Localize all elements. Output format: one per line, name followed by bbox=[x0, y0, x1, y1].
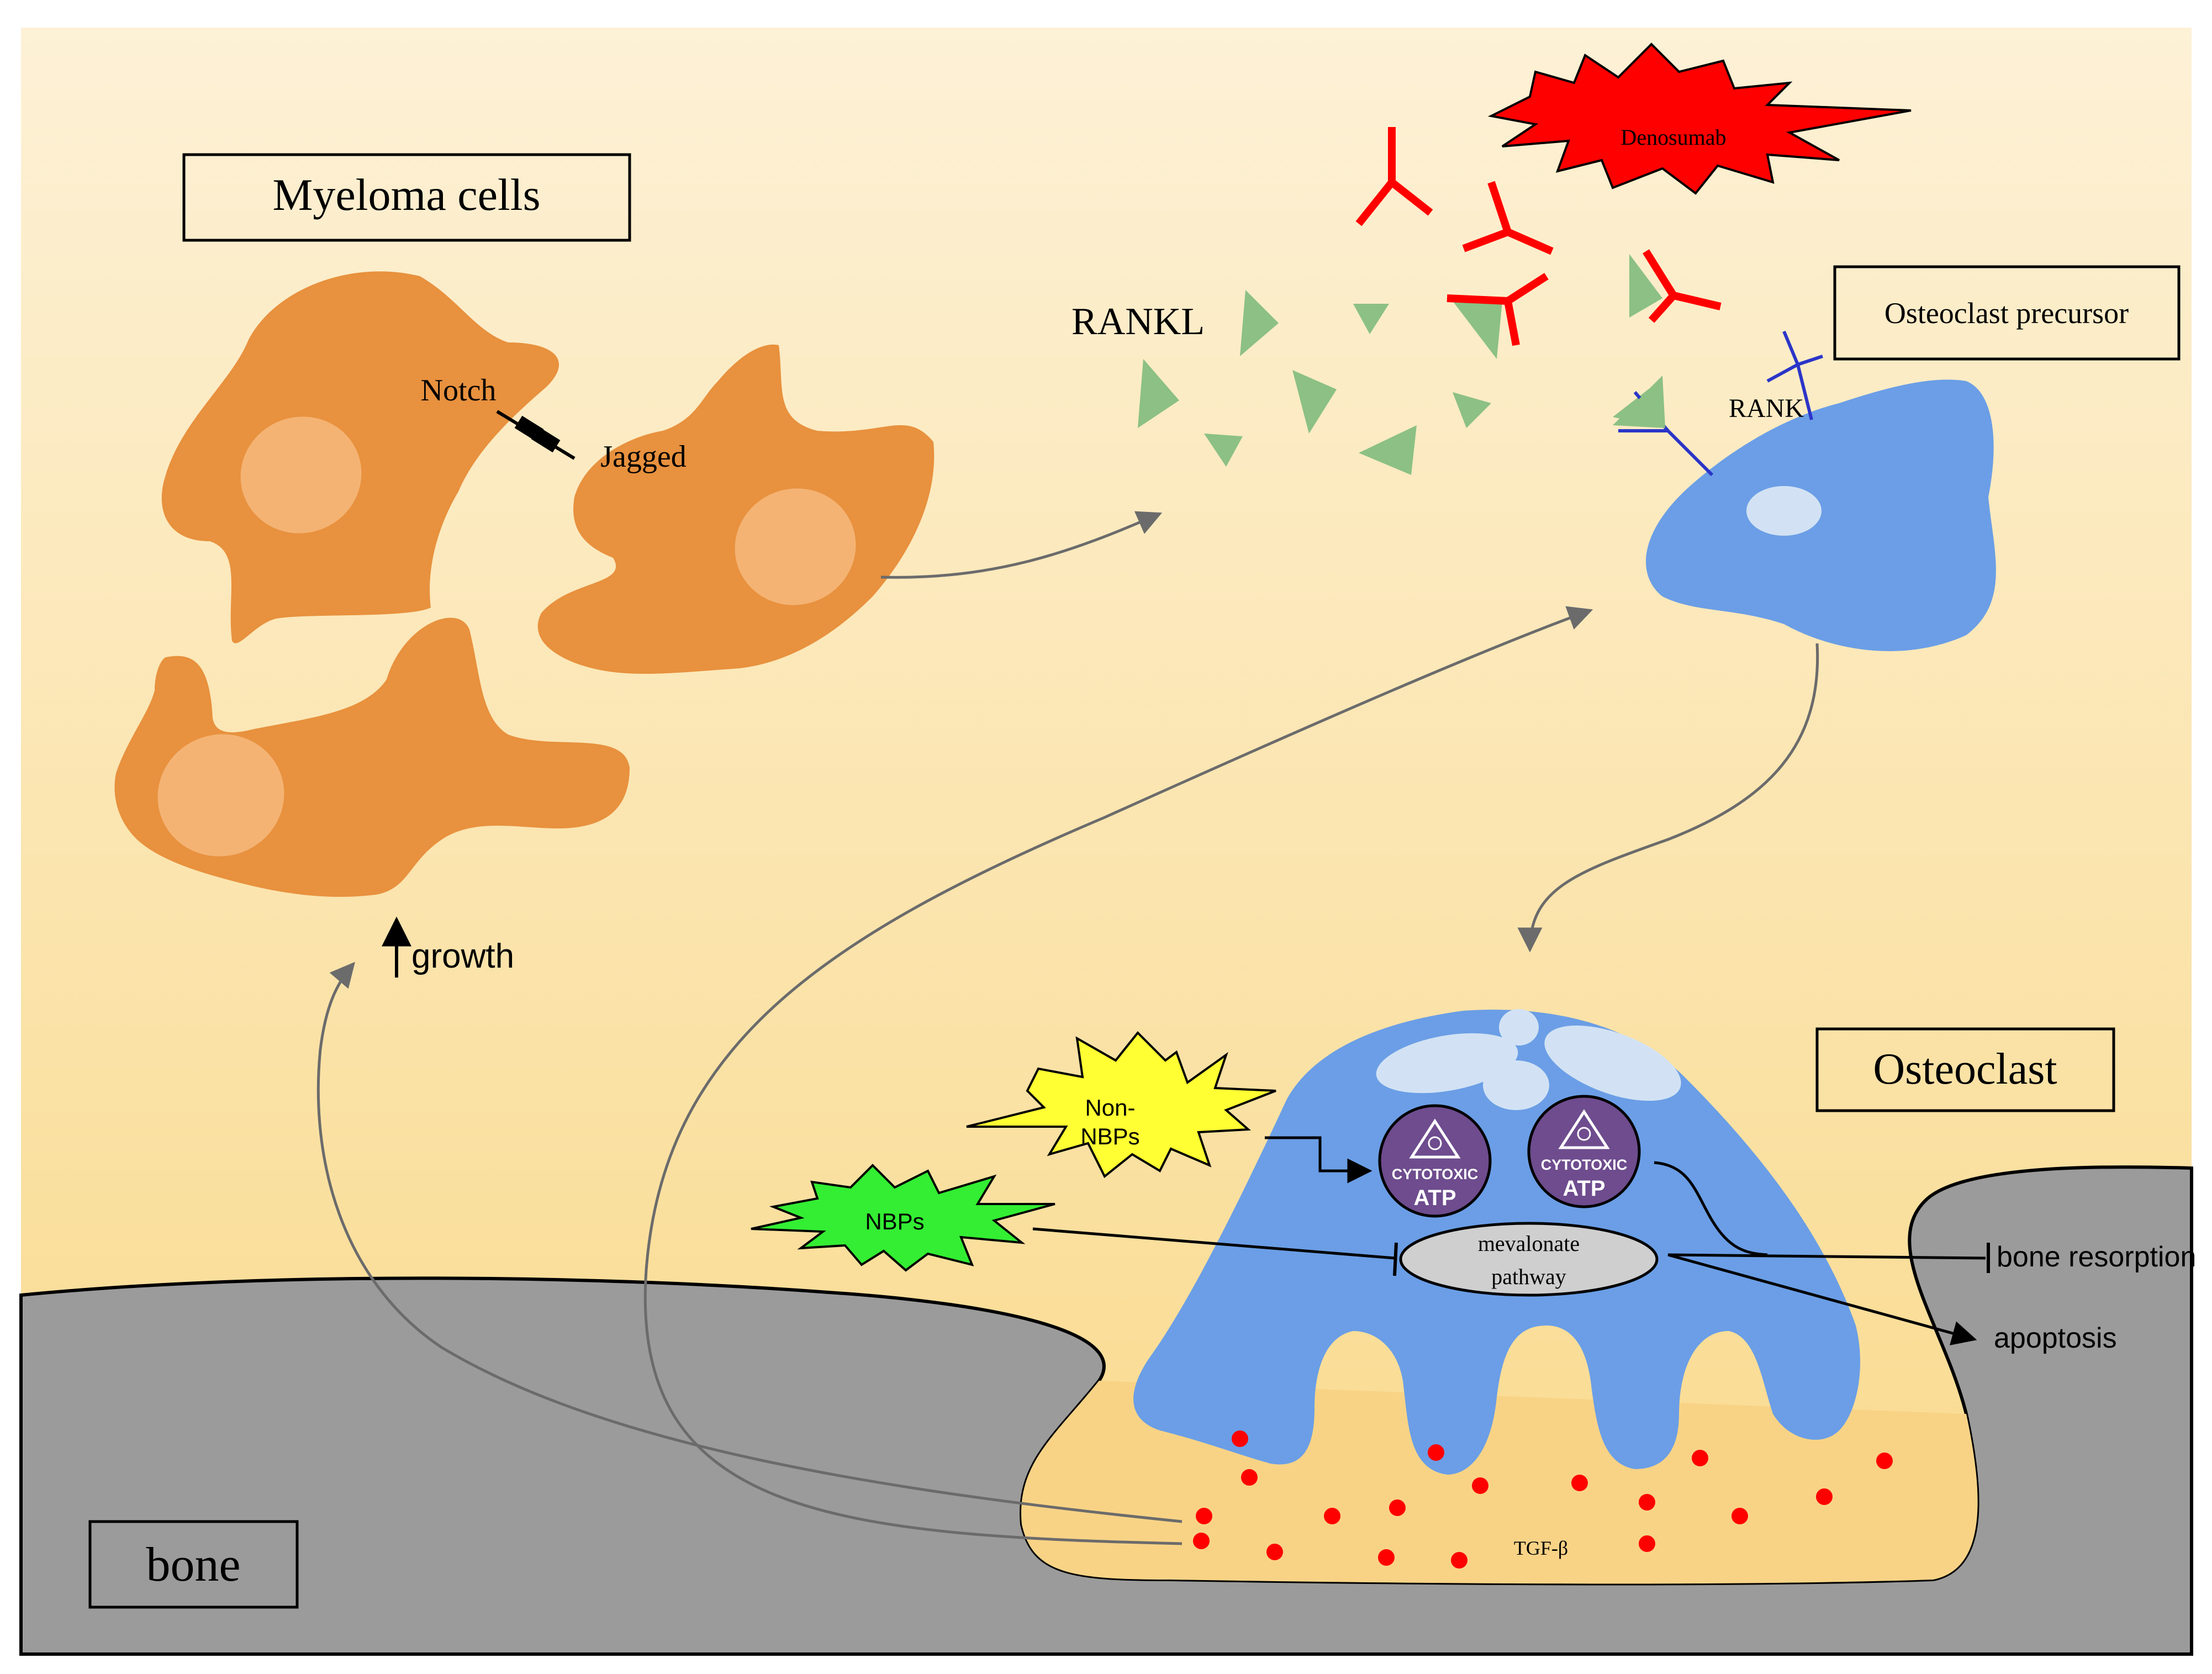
osteoclast-precursor-box bbox=[1833, 265, 2181, 361]
mevalonate-pathway: mevalonate pathway bbox=[1399, 1222, 1659, 1297]
tgf-beta-dots bbox=[1193, 1430, 1893, 1569]
toxic-skull-icon bbox=[1558, 1109, 1610, 1149]
notch-jagged-connector bbox=[496, 410, 576, 460]
denosumab-label: Denosumab bbox=[1620, 125, 1726, 150]
antibody-icon bbox=[1355, 127, 1433, 226]
mevalonate-line1: mevalonate bbox=[1478, 1231, 1580, 1256]
myeloma-cells-label: Myeloma cells bbox=[272, 170, 540, 220]
tgf-beta-label: TGF-β bbox=[1514, 1537, 1568, 1559]
osteoclast-box bbox=[1815, 1027, 2115, 1112]
arrow-tgf-to-precursor bbox=[643, 606, 1593, 1545]
growth-indicator: growth bbox=[382, 916, 514, 978]
denosumab-antibodies bbox=[1355, 127, 1722, 346]
myeloma-cell-2 bbox=[537, 344, 935, 674]
non-nbps-line1: Non- bbox=[1085, 1095, 1135, 1121]
cytotoxic-text: CYTOTOXIC bbox=[1392, 1166, 1479, 1182]
growth-label: growth bbox=[411, 937, 514, 975]
bound-rankl bbox=[1613, 376, 1665, 428]
bone-resorption-label: bone resorption bbox=[1997, 1241, 2196, 1273]
non-nbps-starburst: Non- NBPs bbox=[966, 1031, 1276, 1179]
mevalonate-line2: pathway bbox=[1491, 1264, 1566, 1289]
jagged-label: Jagged bbox=[600, 440, 687, 474]
arrow-precursor-to-osteoclast bbox=[1517, 643, 1819, 953]
arrow-myeloma-to-rankl bbox=[880, 511, 1163, 579]
antibody-icon bbox=[1446, 273, 1549, 346]
bone-box bbox=[88, 1520, 299, 1609]
denosumab-starburst: Denosumab bbox=[1487, 43, 1912, 195]
osteoclast-precursor-cell bbox=[1646, 379, 1996, 651]
nbps-label: NBPs bbox=[865, 1208, 924, 1234]
myeloma-cell-3 bbox=[114, 617, 630, 897]
output-lines bbox=[1654, 1161, 1990, 1345]
osteoclast-precursor-label: Osteoclast precursor bbox=[1884, 297, 2129, 330]
antibody-icon bbox=[1643, 249, 1722, 323]
starburst-icon bbox=[751, 1164, 1055, 1272]
toxic-skull-icon bbox=[1409, 1118, 1461, 1159]
cytotoxic-atp-badge-1: CYTOTOXIC ATP bbox=[1378, 1104, 1492, 1218]
atp-text: ATP bbox=[1562, 1176, 1605, 1201]
atp-text: ATP bbox=[1413, 1186, 1456, 1210]
apoptosis-label: apoptosis bbox=[1994, 1322, 2117, 1354]
rankl-label: RANKL bbox=[1071, 300, 1205, 343]
nbps-starburst: NBPs bbox=[751, 1164, 1055, 1272]
arrow-tgf-to-growth bbox=[316, 962, 1182, 1523]
non-nbps-line2: NBPs bbox=[1080, 1123, 1139, 1149]
inhibit-nbps-mevalonate bbox=[1032, 1227, 1398, 1276]
myeloma-cell-1 bbox=[161, 271, 559, 643]
rank-label: RANK bbox=[1729, 394, 1804, 423]
bone-label: bone bbox=[146, 1538, 240, 1592]
starburst-icon bbox=[966, 1031, 1276, 1179]
starburst-icon bbox=[1487, 43, 1912, 195]
myeloma-cells-box bbox=[182, 153, 631, 242]
cytotoxic-text: CYTOTOXIC bbox=[1541, 1157, 1628, 1173]
osteoclast-label: Osteoclast bbox=[1873, 1045, 2057, 1094]
notch-label: Notch bbox=[421, 373, 497, 408]
arrow-non-nbps-to-atp bbox=[1265, 1136, 1372, 1184]
receptor-icon bbox=[1766, 330, 1823, 420]
antibody-icon bbox=[1462, 181, 1554, 255]
cytotoxic-atp-badge-2: CYTOTOXIC ATP bbox=[1527, 1095, 1641, 1208]
